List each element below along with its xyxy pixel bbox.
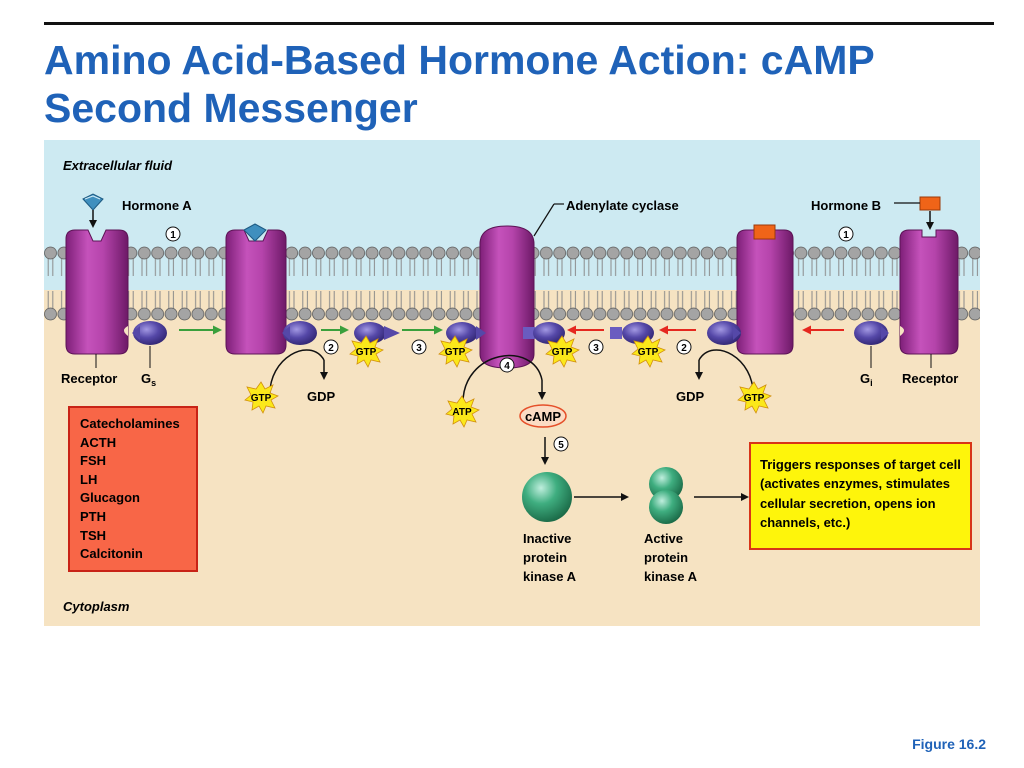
g-protein-alpha-gtp-left	[354, 322, 400, 344]
svg-text:Active: Active	[644, 531, 683, 546]
receptor-a-bound	[225, 229, 287, 355]
camp-molecule	[519, 404, 567, 428]
gtp-text-5: GTP	[251, 393, 272, 404]
hormone-item: Calcitonin	[80, 546, 143, 562]
active-pka-label: Active protein kinase A	[644, 531, 698, 584]
gtp-text-4: GTP	[638, 347, 659, 358]
adenylate-cyclase	[479, 225, 535, 369]
receptor-b-empty	[899, 229, 959, 355]
gdp-label-right: GDP	[676, 389, 705, 404]
gtp-burst-lower-left: GTP	[244, 381, 279, 414]
hormone-item: Catecholamines	[80, 416, 180, 431]
svg-text:3: 3	[416, 343, 422, 354]
inactive-protein-kinase-a	[522, 472, 572, 522]
cytoplasm-label: Cytoplasm	[63, 599, 130, 614]
gtp-text-3: GTP	[552, 347, 573, 358]
gtp-text-6: GTP	[744, 393, 765, 404]
svg-text:kinase A: kinase A	[644, 569, 698, 584]
receptor-label-left: Receptor	[61, 371, 117, 386]
svg-text:protein: protein	[523, 550, 567, 565]
target-cell-response-box: Triggers responses of target cell (activ…	[749, 442, 972, 550]
hormone-b-bound	[753, 224, 776, 240]
svg-text:1: 1	[843, 230, 849, 241]
hormone-item: LH	[80, 471, 98, 487]
page-title: Amino Acid-Based Hormone Action: cAMP Se…	[44, 37, 874, 131]
svg-text:3: 3	[593, 343, 599, 354]
hormone-a-molecule	[82, 193, 104, 211]
gs-label: Gs	[141, 371, 156, 388]
figure-label: Figure 16.2	[912, 736, 986, 752]
g-protein-gs-active	[282, 321, 317, 345]
hormone-item: Glucagon	[80, 490, 140, 506]
step-5: 5	[553, 436, 569, 452]
camp-pathway-diagram: Extracellular fluid Cytoplasm Hormone A …	[44, 140, 980, 626]
camp-label: cAMP	[525, 409, 561, 424]
hormone-a-bound	[243, 223, 267, 242]
svg-text:Inactive: Inactive	[523, 531, 571, 546]
active-protein-kinase-a	[649, 467, 683, 524]
svg-text:2: 2	[681, 343, 687, 354]
extracellular-label: Extracellular fluid	[63, 158, 173, 173]
gtp-burst-inhib: GTP	[545, 335, 580, 368]
hormone-item: ACTH	[80, 434, 117, 450]
title-rule	[44, 22, 994, 25]
hormone-examples-box: Catecholamines ACTH FSH LH Glucagon PTH …	[68, 406, 198, 572]
hormone-a-label: Hormone A	[122, 198, 192, 213]
svg-text:kinase A: kinase A	[523, 569, 577, 584]
step-3-right: 3	[588, 339, 604, 355]
svg-text:1: 1	[170, 230, 176, 241]
step-4: 4	[499, 357, 515, 373]
step-1-left: 1	[165, 226, 181, 242]
step-2-right: 2	[676, 339, 692, 355]
g-protein-gi-inactive	[854, 321, 889, 345]
step-2-left: 2	[323, 339, 339, 355]
receptor-a-empty	[65, 229, 129, 355]
receptor-b-bound	[736, 229, 794, 355]
hormone-item: FSH	[80, 453, 106, 469]
atp-burst: ATP	[445, 395, 480, 428]
adenylate-cyclase-label: Adenylate cyclase	[566, 198, 679, 213]
svg-text:5: 5	[558, 440, 564, 451]
hormone-b-molecule	[919, 196, 941, 211]
svg-text:4: 4	[504, 361, 510, 372]
g-protein-gs-inactive	[132, 321, 167, 345]
step-3-left: 3	[411, 339, 427, 355]
receptor-label-right: Receptor	[902, 371, 958, 386]
hormone-item: PTH	[80, 508, 106, 524]
gtp-burst-stim: GTP	[438, 335, 473, 368]
gtp-burst-gs: GTP	[349, 335, 384, 368]
gtp-text-1: GTP	[356, 347, 377, 358]
gi-label: Gi	[860, 371, 873, 388]
gtp-burst-lower-right: GTP	[737, 381, 772, 414]
atp-text: ATP	[452, 407, 472, 418]
g-protein-alpha-bound-right	[523, 322, 565, 344]
step-1-right: 1	[838, 226, 854, 242]
hormone-item: TSH	[80, 527, 106, 543]
inactive-pka-label: Inactive protein kinase A	[523, 531, 577, 584]
svg-text:2: 2	[328, 343, 334, 354]
g-protein-gi-active	[707, 321, 741, 345]
gdp-label-left: GDP	[307, 389, 336, 404]
svg-text:protein: protein	[644, 550, 688, 565]
gtp-text-2: GTP	[445, 347, 466, 358]
gtp-burst-gi: GTP	[631, 335, 666, 368]
hormone-b-label: Hormone B	[811, 198, 881, 213]
